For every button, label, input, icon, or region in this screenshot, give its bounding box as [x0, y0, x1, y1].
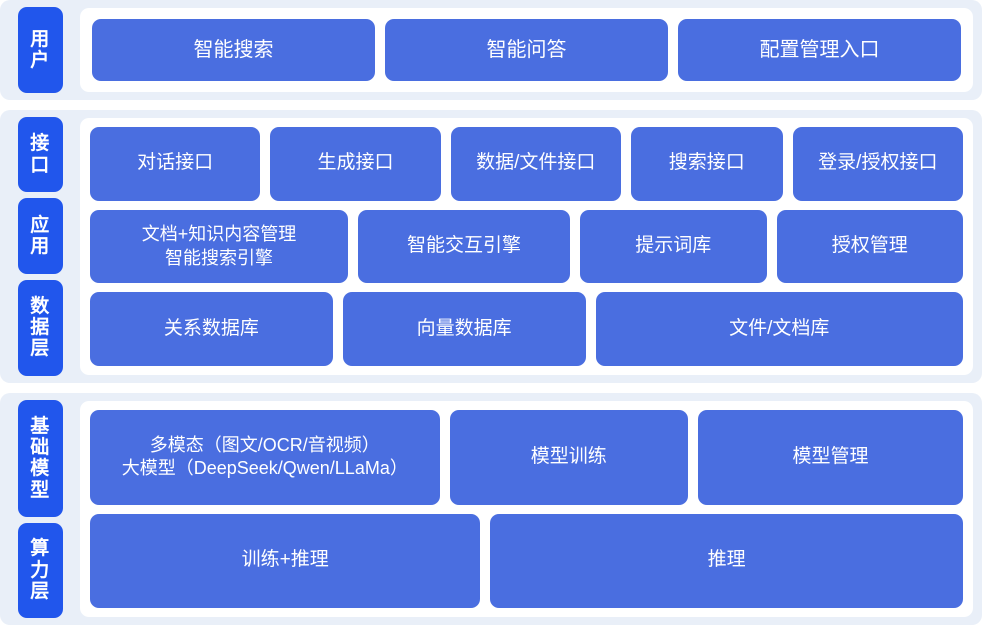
box-doc-knowledge-management[interactable]: 文档+知识内容管理 智能搜索引擎: [90, 209, 349, 284]
compute-row: 训练+推理 推理: [90, 513, 963, 608]
box-dialog-api[interactable]: 对话接口: [90, 127, 261, 201]
layer-tab-interface[interactable]: 接口: [17, 117, 63, 193]
layer-tab-data-label: 数据层: [30, 295, 50, 360]
section-user-tabs: 用户: [0, 0, 80, 100]
user-row-1: 智能搜索 智能问答 配置管理入口: [92, 19, 961, 81]
box-smart-qa[interactable]: 智能问答: [385, 19, 668, 81]
box-generation-api[interactable]: 生成接口: [270, 127, 441, 201]
box-prompt-library[interactable]: 提示词库: [580, 209, 767, 284]
layer-tab-base-model[interactable]: 基础模型: [17, 400, 63, 517]
layer-tab-base-model-label: 基础模型: [30, 415, 50, 501]
box-file-document-store[interactable]: 文件/文档库: [595, 292, 964, 367]
section-middle-panel: 对话接口 生成接口 数据/文件接口 搜索接口 登录/授权接口 文档+知识内容管理…: [80, 118, 973, 375]
box-training-inference[interactable]: 训练+推理: [90, 513, 481, 608]
box-inference[interactable]: 推理: [490, 513, 963, 608]
box-search-api[interactable]: 搜索接口: [630, 127, 783, 201]
section-base-panel: 多模态（图文/OCR/音视频） 大模型（DeepSeek/Qwen/LLaMa）…: [80, 401, 973, 617]
layer-tab-application-label: 应用: [30, 214, 50, 257]
section-user: 用户 智能搜索 智能问答 配置管理入口: [0, 0, 982, 100]
layer-tab-user-label: 用户: [30, 28, 50, 71]
interface-row: 对话接口 生成接口 数据/文件接口 搜索接口 登录/授权接口: [90, 127, 963, 201]
layer-tab-compute[interactable]: 算力层: [17, 522, 63, 619]
box-login-auth-api[interactable]: 登录/授权接口: [792, 127, 963, 201]
box-smart-search[interactable]: 智能搜索: [92, 19, 375, 81]
layer-tab-interface-label: 接口: [30, 133, 50, 176]
box-relational-database[interactable]: 关系数据库: [90, 292, 333, 367]
box-smart-interaction-engine[interactable]: 智能交互引擎: [358, 209, 571, 284]
section-base: 基础模型 算力层 多模态（图文/OCR/音视频） 大模型（DeepSeek/Qw…: [0, 393, 982, 625]
box-authorization-management[interactable]: 授权管理: [776, 209, 963, 284]
box-data-file-api[interactable]: 数据/文件接口: [450, 127, 621, 201]
box-multimodal-large-model[interactable]: 多模态（图文/OCR/音视频） 大模型（DeepSeek/Qwen/LLaMa）: [90, 410, 440, 505]
box-model-management[interactable]: 模型管理: [697, 410, 963, 505]
application-row: 文档+知识内容管理 智能搜索引擎 智能交互引擎 提示词库 授权管理: [90, 209, 963, 284]
base-model-row: 多模态（图文/OCR/音视频） 大模型（DeepSeek/Qwen/LLaMa）…: [90, 410, 963, 505]
data-row: 关系数据库 向量数据库 文件/文档库: [90, 292, 964, 367]
layer-tab-user[interactable]: 用户: [17, 7, 63, 93]
section-user-panel: 智能搜索 智能问答 配置管理入口: [80, 8, 973, 92]
section-middle-tabs: 接口 应用 数据层: [0, 110, 80, 383]
section-base-tabs: 基础模型 算力层: [0, 393, 80, 625]
box-model-training[interactable]: 模型训练: [449, 410, 688, 505]
layer-tab-data[interactable]: 数据层: [17, 279, 63, 377]
section-middle: 接口 应用 数据层 对话接口 生成接口 数据/文件接口 搜索接口 登录/授权接口…: [0, 110, 982, 383]
box-config-management-entry[interactable]: 配置管理入口: [678, 19, 961, 81]
layer-tab-compute-label: 算力层: [30, 538, 50, 602]
box-vector-database[interactable]: 向量数据库: [342, 292, 586, 367]
layer-tab-application[interactable]: 应用: [17, 198, 63, 274]
